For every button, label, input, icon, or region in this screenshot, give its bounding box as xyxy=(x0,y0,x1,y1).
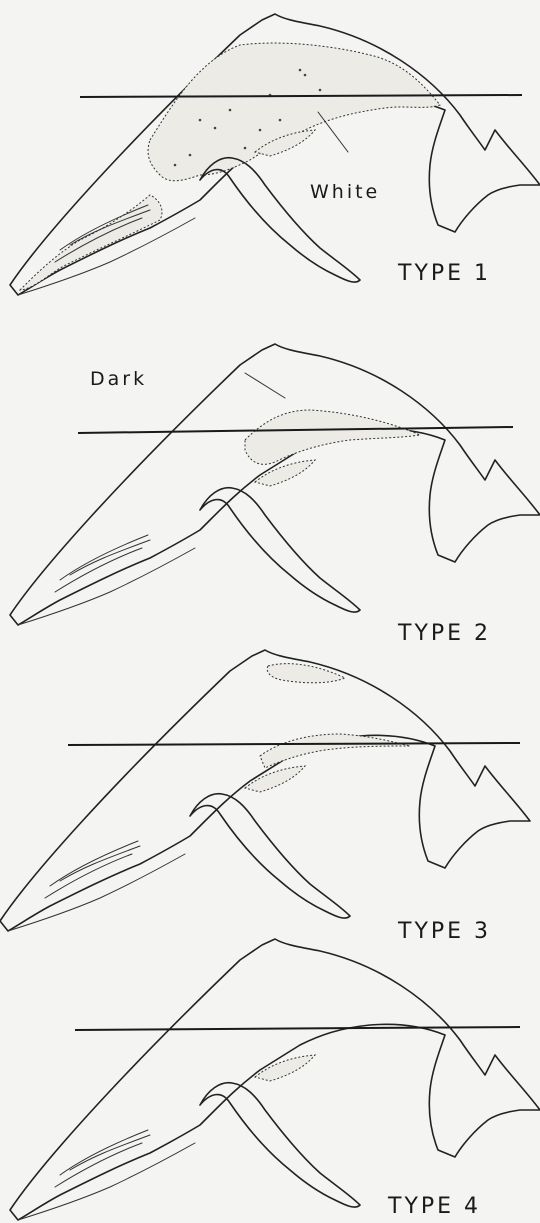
waterline xyxy=(75,1027,520,1030)
waterline xyxy=(68,743,520,745)
dark-label-leader xyxy=(245,373,285,398)
white-label: White xyxy=(310,181,380,203)
waterline xyxy=(80,95,522,97)
dark-label: Dark xyxy=(90,368,147,390)
type3-title: TYPE 3 xyxy=(397,919,491,944)
type2-title: TYPE 2 xyxy=(397,621,491,646)
white-pattern-region xyxy=(148,43,440,181)
whale-panel-type4: TYPE 4 xyxy=(10,939,540,1220)
whale-panel-type1: White TYPE 1 xyxy=(10,14,540,295)
type1-title: TYPE 1 xyxy=(397,261,491,286)
whale-panel-type2: Dark TYPE 2 xyxy=(10,344,540,646)
whale-panel-type3: TYPE 3 xyxy=(0,650,530,944)
type4-title: TYPE 4 xyxy=(387,1194,481,1219)
